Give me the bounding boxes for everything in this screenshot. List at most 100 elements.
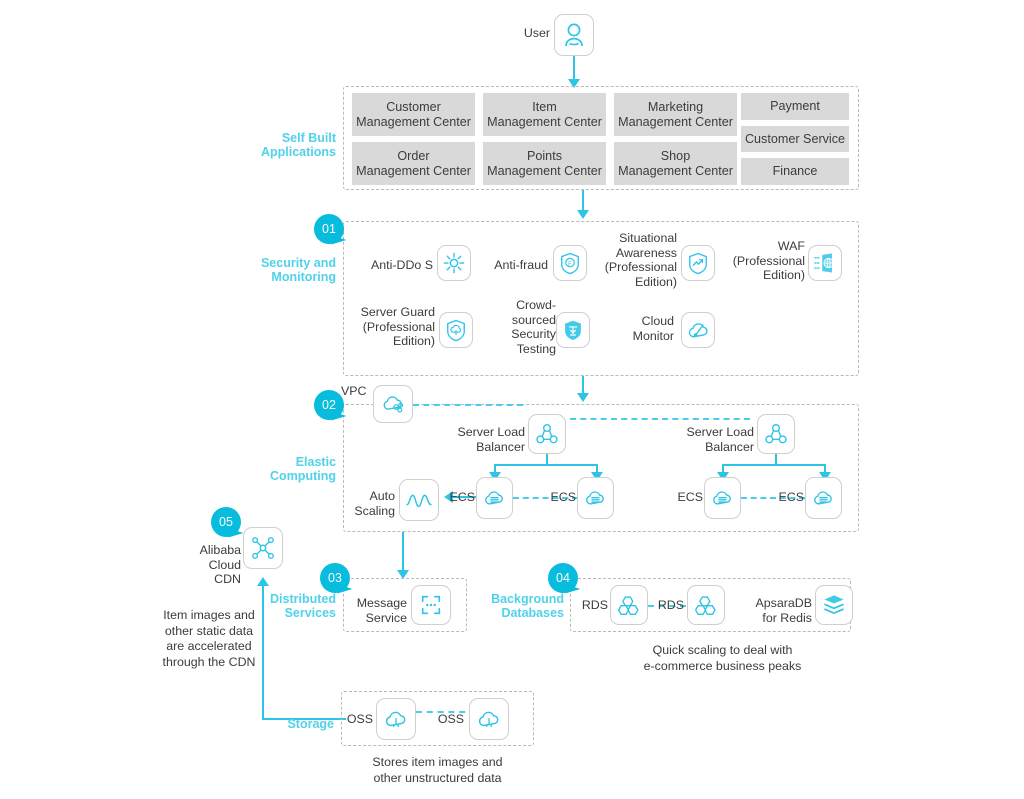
- label-line: Situational: [619, 231, 677, 245]
- anti-ddos-tile[interactable]: [437, 245, 471, 281]
- app-box-customer-service[interactable]: Customer Service: [741, 126, 849, 152]
- caption-line: Quick scaling to deal with: [652, 643, 793, 657]
- server-guard-icon: [445, 319, 467, 342]
- rds-tile-2[interactable]: [687, 585, 725, 625]
- message-service-tile[interactable]: [411, 585, 451, 625]
- self-built-label-line2: Applications: [260, 145, 336, 159]
- crowd-security-tile[interactable]: [556, 312, 590, 348]
- label-line: Server Load: [457, 425, 525, 439]
- databases-label-line2: Databases: [501, 606, 564, 620]
- ecs-tile-3[interactable]: [704, 477, 741, 519]
- server-guard-tile[interactable]: [439, 312, 473, 348]
- ecs-tile-2[interactable]: [577, 477, 614, 519]
- distributed-label: Distributed Services: [246, 592, 336, 620]
- auto-scaling-icon: [405, 489, 433, 511]
- app-label-line1: Shop: [660, 148, 691, 163]
- message-service-icon: [419, 593, 443, 617]
- slb-right-bus: [722, 464, 826, 466]
- label-line: Edition): [634, 274, 677, 289]
- caption-line: are accelerated: [166, 639, 252, 653]
- waf-tile[interactable]: [808, 245, 842, 281]
- rds-icon: [694, 594, 718, 616]
- ecs-tile-4[interactable]: [805, 477, 842, 519]
- ecs-label-4: ECS: [778, 490, 804, 504]
- auto-scaling-tile[interactable]: [399, 479, 439, 521]
- label-line: WAF: [777, 239, 805, 253]
- storage-to-cdn-hline: [262, 718, 346, 720]
- message-service-label: Message Service: [347, 596, 407, 625]
- slb-right-label: Server Load Balancer: [672, 425, 754, 454]
- redis-tile[interactable]: [815, 585, 853, 625]
- slb-left-arrow-1: [489, 472, 501, 481]
- slb-right-tile[interactable]: [757, 414, 795, 454]
- rds-label-2: RDS: [657, 598, 684, 612]
- slb-left-arrow-2: [591, 472, 603, 481]
- app-box-payment[interactable]: Payment: [741, 93, 849, 120]
- label-line: Cloud: [641, 314, 674, 328]
- label-line: Balancer: [705, 439, 754, 454]
- ecs-label-2: ECS: [550, 490, 576, 504]
- oss-tile-2[interactable]: [469, 698, 509, 740]
- oss-tile-1[interactable]: [376, 698, 416, 740]
- app-label-line1: Customer: [386, 99, 441, 114]
- label-line: ApsaraDB: [755, 596, 812, 610]
- app-label-line1: Order: [397, 148, 430, 163]
- slb-right-drop-2: [824, 464, 826, 475]
- badge-01: 01: [314, 214, 347, 249]
- slb-left-label: Server Load Balancer: [443, 425, 525, 454]
- slb-left-tile[interactable]: [528, 414, 566, 454]
- label-line: Scaling: [354, 503, 395, 518]
- situational-awareness-tile[interactable]: [681, 245, 715, 281]
- self-built-zone: [343, 86, 859, 190]
- app-label-line2: Management Center: [487, 114, 602, 129]
- storage-zone: [341, 691, 534, 746]
- ecs1-to-ecs2-dashed: [513, 497, 578, 499]
- caption-line: Stores item images and: [372, 755, 503, 769]
- label-line: sourced: [511, 312, 556, 327]
- anti-fraud-tile[interactable]: F: [553, 245, 587, 281]
- caption-line: Item images and: [163, 608, 255, 622]
- ecs-to-autoscaling-arrow: [444, 491, 453, 503]
- cloud-monitor-label: Cloud Monitor: [610, 314, 674, 343]
- cloud-monitor-icon: [687, 320, 710, 341]
- anti-fraud-label: Anti-fraud: [494, 258, 548, 272]
- elastic-label: Elastic Computing: [246, 455, 336, 483]
- label-line: Alibaba: [199, 543, 241, 557]
- storage-to-cdn-arrow: [257, 577, 269, 586]
- security-to-elastic-arrow: [577, 393, 589, 402]
- user-icon: [562, 22, 586, 48]
- ecs-icon: [482, 488, 507, 509]
- vpc-tile[interactable]: [373, 385, 413, 423]
- vpc-icon: [380, 393, 406, 415]
- slb-left-drop-1: [494, 464, 496, 475]
- distributed-label-line2: Services: [284, 606, 336, 620]
- cdn-tile[interactable]: [243, 527, 283, 569]
- caption-line: through the CDN: [162, 654, 256, 669]
- slb-right-arrow-1: [717, 472, 729, 481]
- rds-icon: [617, 594, 641, 616]
- slb-icon: [764, 422, 788, 446]
- slb-right-stem: [775, 454, 777, 466]
- cloud-monitor-tile[interactable]: [681, 312, 715, 348]
- cdn-icon: [250, 535, 276, 561]
- crowd-security-icon: [562, 319, 584, 342]
- distributed-zone: [343, 578, 467, 632]
- slb-right-arrow-2: [819, 472, 831, 481]
- apps-to-security-arrow: [577, 210, 589, 219]
- crowd-security-label: Crowd- sourced Security Testing: [489, 298, 556, 356]
- elastic-label-line2: Computing: [270, 469, 336, 483]
- badge-03-text: 03: [328, 571, 342, 585]
- label-line: Service: [365, 610, 407, 625]
- rds-tile-1[interactable]: [610, 585, 648, 625]
- redis-icon: [822, 593, 846, 617]
- ecs-tile-1[interactable]: [476, 477, 513, 519]
- app-box-finance[interactable]: Finance: [741, 158, 849, 185]
- situational-awareness-icon: [687, 252, 709, 275]
- label-line: Security: [511, 327, 556, 341]
